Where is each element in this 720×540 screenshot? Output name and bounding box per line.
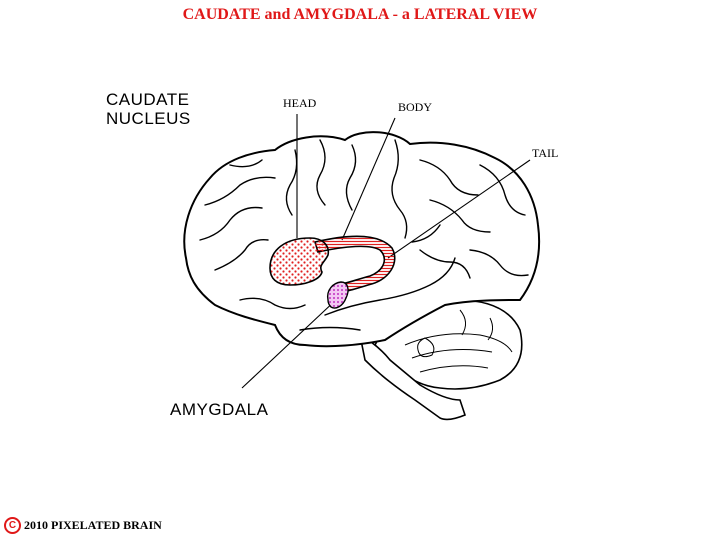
tail-pointer — [387, 159, 531, 259]
brain-gyri — [199, 139, 529, 331]
pointer-lines — [241, 114, 531, 389]
caudate-nucleus-label: CAUDATE NUCLEUS — [106, 90, 191, 128]
page-title: CAUDATE and AMYGDALA - a LATERAL VIEW — [182, 6, 538, 23]
head-label: HEAD — [283, 96, 317, 110]
brainstem — [358, 333, 466, 421]
footer-text: 2010 PIXELATED BRAIN — [24, 518, 162, 532]
copyright-icon: C — [4, 517, 21, 534]
amygdala-pointer — [241, 297, 339, 389]
body-label: BODY — [398, 100, 433, 114]
tail-label: TAIL — [532, 146, 559, 160]
amygdala — [326, 281, 349, 309]
caudate-label-line1: CAUDATE — [106, 90, 190, 109]
caudate-head — [269, 237, 330, 286]
amygdala-label: AMYGDALA — [170, 400, 269, 419]
body-pointer — [341, 117, 396, 241]
caudate-label-line2: NUCLEUS — [106, 109, 191, 128]
footer: C 2010 PIXELATED BRAIN — [4, 517, 162, 534]
